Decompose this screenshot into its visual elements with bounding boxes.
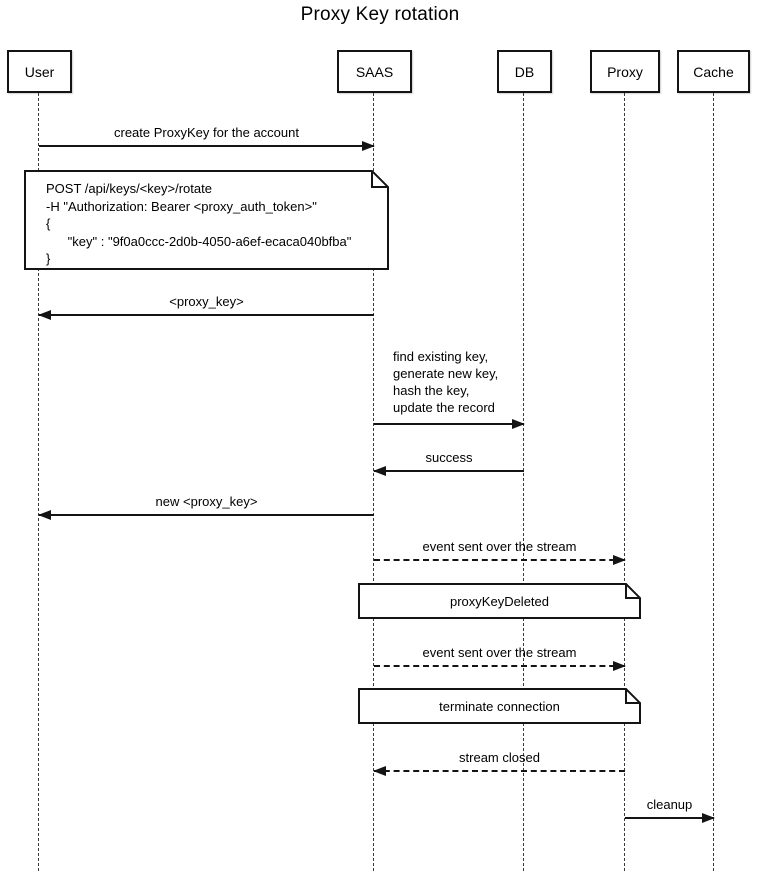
participant-cache: Cache [677, 50, 750, 93]
note-shape [358, 583, 641, 619]
participant-user: User [7, 50, 72, 93]
message-label: success [425, 450, 473, 465]
note-text: POST /api/keys/<key>/rotate -H "Authoriz… [46, 181, 352, 266]
participant-label: User [24, 63, 55, 80]
note-text: proxyKeyDeleted [450, 593, 549, 609]
participant-label: Cache [693, 63, 734, 80]
participant-db: DB [497, 50, 552, 93]
participant-label: SAAS [355, 63, 394, 80]
lifeline-proxy [624, 93, 625, 871]
note-terminate-connection: terminate connection [358, 688, 641, 724]
arrowhead-left-icon [373, 465, 386, 476]
lifeline-db [523, 93, 524, 871]
message-label: new <proxy_key> [155, 494, 258, 509]
arrow-line [374, 559, 625, 561]
message-label: event sent over the stream [422, 539, 577, 554]
arrow-line [374, 423, 524, 425]
message-label: <proxy_key> [169, 294, 244, 309]
arrow-line [374, 470, 524, 472]
arrowhead-right-icon [362, 140, 375, 151]
lifeline-saas [373, 93, 374, 871]
arrowhead-left-icon [38, 309, 51, 320]
note-proxy-key-deleted: proxyKeyDeleted [358, 583, 641, 619]
arrowhead-right-icon [613, 660, 626, 671]
participant-saas: SAAS [337, 50, 412, 93]
arrowhead-left-icon [38, 509, 51, 520]
arrow-line [39, 514, 374, 516]
message-label: find existing key, generate new key, has… [393, 349, 499, 415]
note-request: POST /api/keys/<key>/rotate -H "Authoriz… [24, 170, 389, 270]
arrow-line [374, 770, 625, 772]
arrow-line [39, 314, 374, 316]
message-label: create ProxyKey for the account [114, 125, 299, 140]
participant-label: DB [514, 63, 535, 80]
arrowhead-left-icon [373, 765, 386, 776]
participant-proxy: Proxy [590, 50, 660, 93]
arrow-line [625, 817, 714, 819]
arrow-line [39, 145, 374, 147]
lifeline-cache [713, 93, 714, 871]
note-shape [358, 688, 641, 724]
note-text: terminate connection [439, 698, 560, 714]
message-label: stream closed [459, 750, 540, 765]
message-label: event sent over the stream [422, 645, 577, 660]
arrowhead-right-icon [512, 418, 525, 429]
participant-label: Proxy [607, 63, 643, 80]
arrowhead-right-icon [702, 812, 715, 823]
arrowhead-right-icon [613, 554, 626, 565]
note-shape [24, 170, 389, 270]
arrow-line [374, 665, 625, 667]
lifeline-user [38, 93, 39, 871]
diagram-title: Proxy Key rotation [300, 4, 460, 25]
message-label: cleanup [646, 797, 693, 812]
